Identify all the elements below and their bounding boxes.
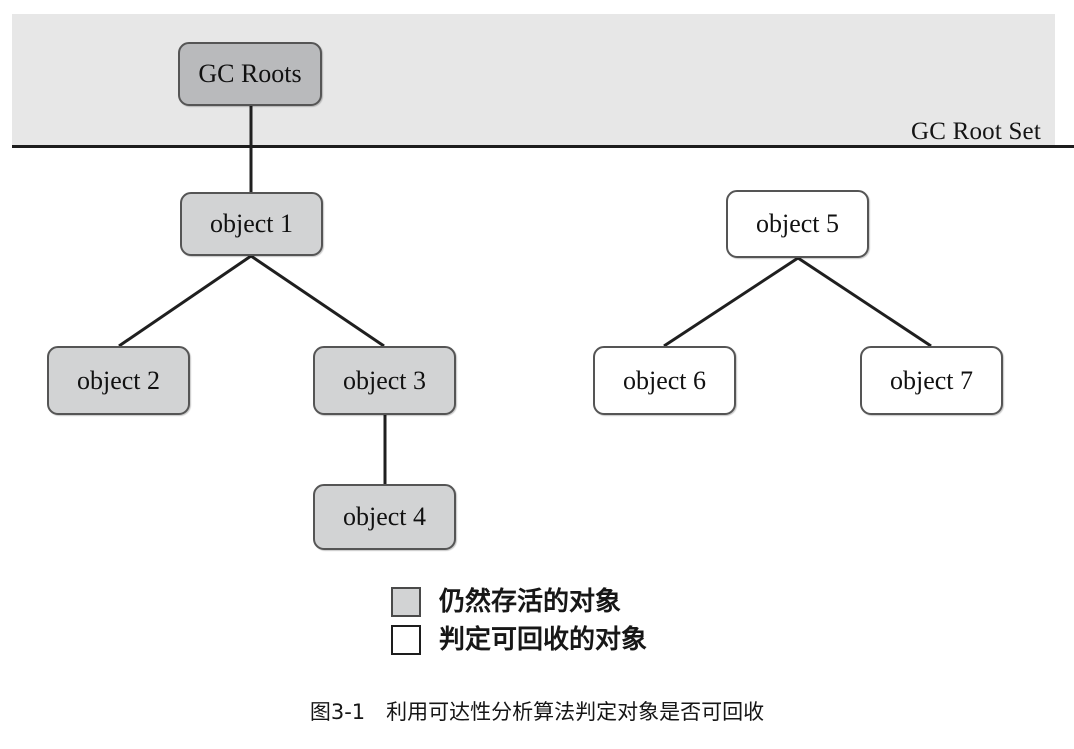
node-object-6[interactable]: object 6	[593, 346, 736, 415]
gc-root-set-label: GC Root Set	[911, 118, 1041, 145]
legend-item-live: 仍然存活的对象	[391, 583, 721, 621]
node-gc-roots[interactable]: GC Roots	[178, 42, 322, 106]
edge-object1-object2	[118, 254, 252, 348]
node-object-4-label: object 4	[342, 502, 427, 531]
node-object-1[interactable]: object 1	[180, 192, 323, 256]
node-gc-roots-label: GC Roots	[198, 59, 302, 88]
node-object-3[interactable]: object 3	[313, 346, 456, 415]
node-object-6-label: object 6	[622, 365, 707, 395]
gc-root-set-band: GC Root Set	[12, 14, 1055, 147]
node-object-7[interactable]: object 7	[860, 346, 1003, 415]
node-object-2-label: object 2	[76, 365, 161, 395]
legend-swatch-dead-icon	[391, 625, 421, 655]
legend-label-dead: 判定可回收的对象	[439, 625, 648, 655]
node-object-3-label: object 3	[342, 365, 427, 395]
node-object-5-label: object 5	[755, 209, 840, 238]
legend-item-dead: 判定可回收的对象	[391, 621, 721, 659]
node-object-7-label: object 7	[889, 365, 974, 395]
legend: 仍然存活的对象 判定可回收的对象	[391, 583, 721, 659]
legend-swatch-live-icon	[391, 587, 421, 617]
node-object-4[interactable]: object 4	[313, 484, 456, 550]
edge-object5-object6	[663, 256, 799, 348]
gc-root-set-divider	[12, 145, 1074, 148]
node-object-2[interactable]: object 2	[47, 346, 190, 415]
node-object-5[interactable]: object 5	[726, 190, 869, 258]
node-object-1-label: object 1	[209, 209, 294, 238]
edge-object1-object3	[250, 254, 385, 348]
legend-label-live: 仍然存活的对象	[439, 587, 622, 617]
figure-caption: 图3-1 利用可达性分析算法判定对象是否可回收	[309, 700, 765, 724]
edge-object5-object7	[797, 256, 932, 348]
